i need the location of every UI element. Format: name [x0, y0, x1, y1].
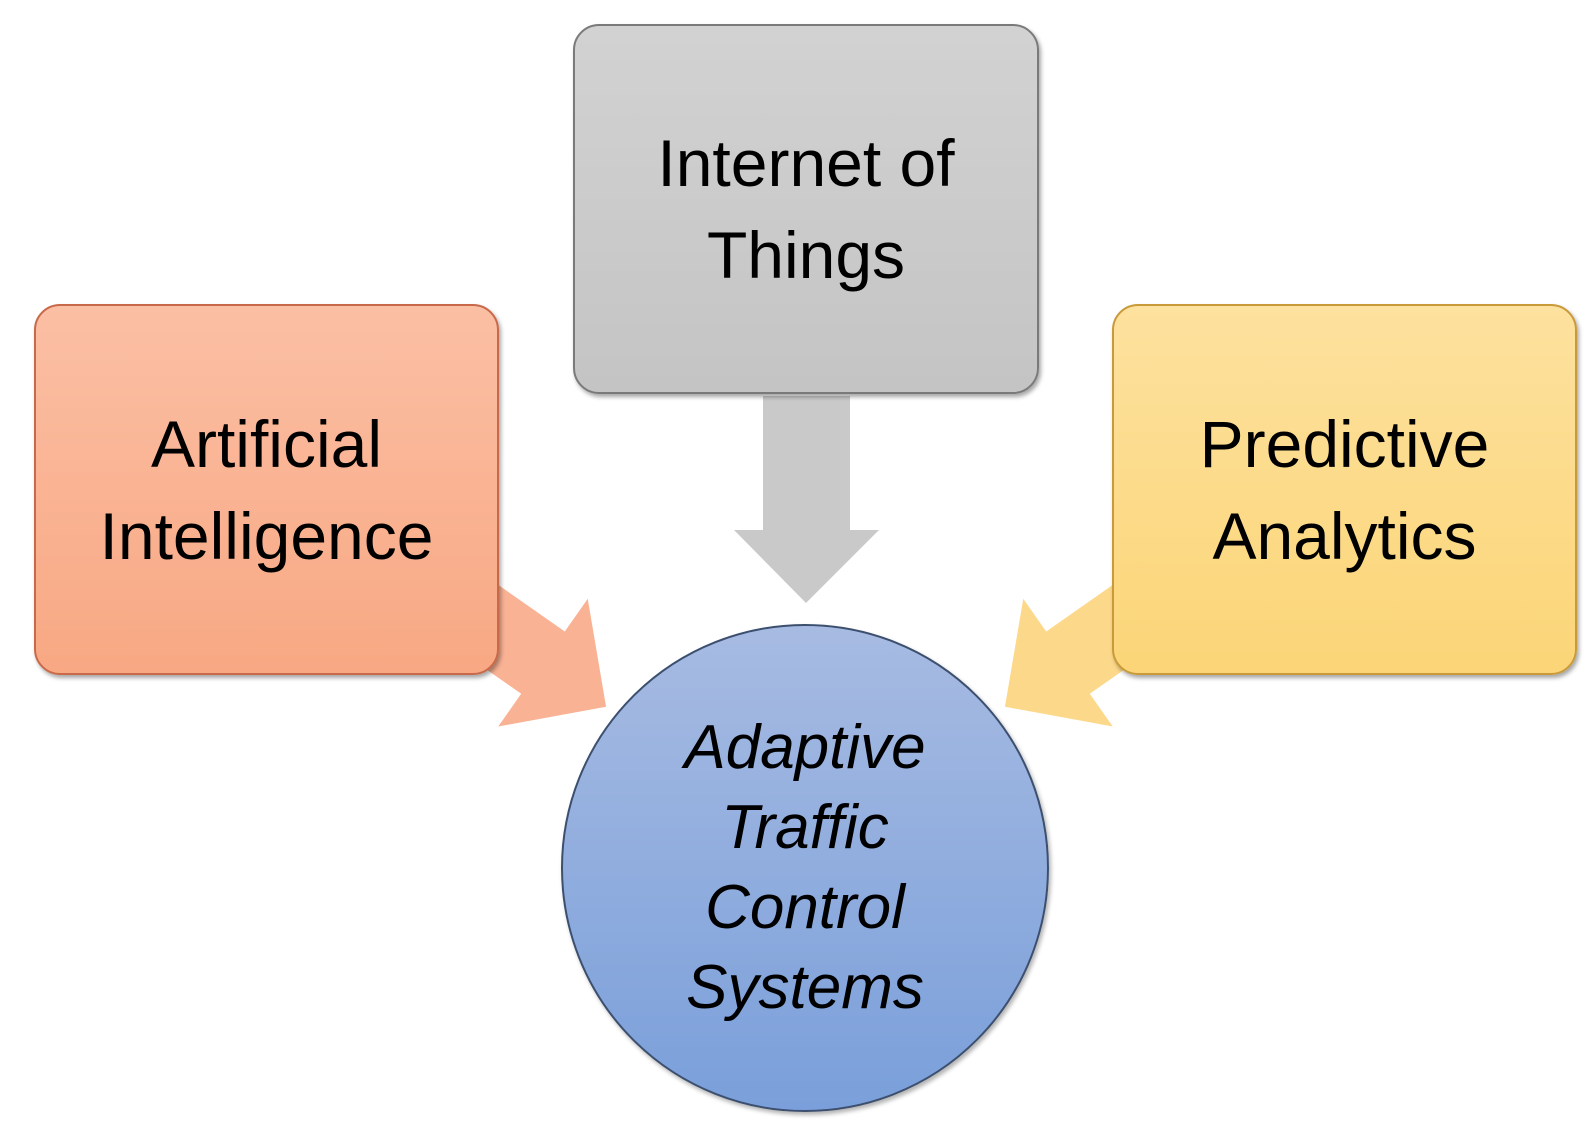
predictive-analytics-box: Predictive Analytics — [1112, 304, 1577, 675]
artificial-intelligence-label: Artificial Intelligence — [99, 406, 434, 573]
adaptive-traffic-control-systems-label: Adaptive Traffic Control Systems — [684, 713, 926, 1022]
adaptive-traffic-control-systems-circle: Adaptive Traffic Control Systems — [561, 624, 1049, 1112]
artificial-intelligence-box: Artificial Intelligence — [34, 304, 499, 675]
internet-of-things-box: Internet of Things — [573, 24, 1039, 394]
arrow-iot-to-center — [734, 396, 879, 603]
internet-of-things-label: Internet of Things — [657, 126, 955, 292]
predictive-analytics-label: Predictive Analytics — [1199, 406, 1490, 573]
